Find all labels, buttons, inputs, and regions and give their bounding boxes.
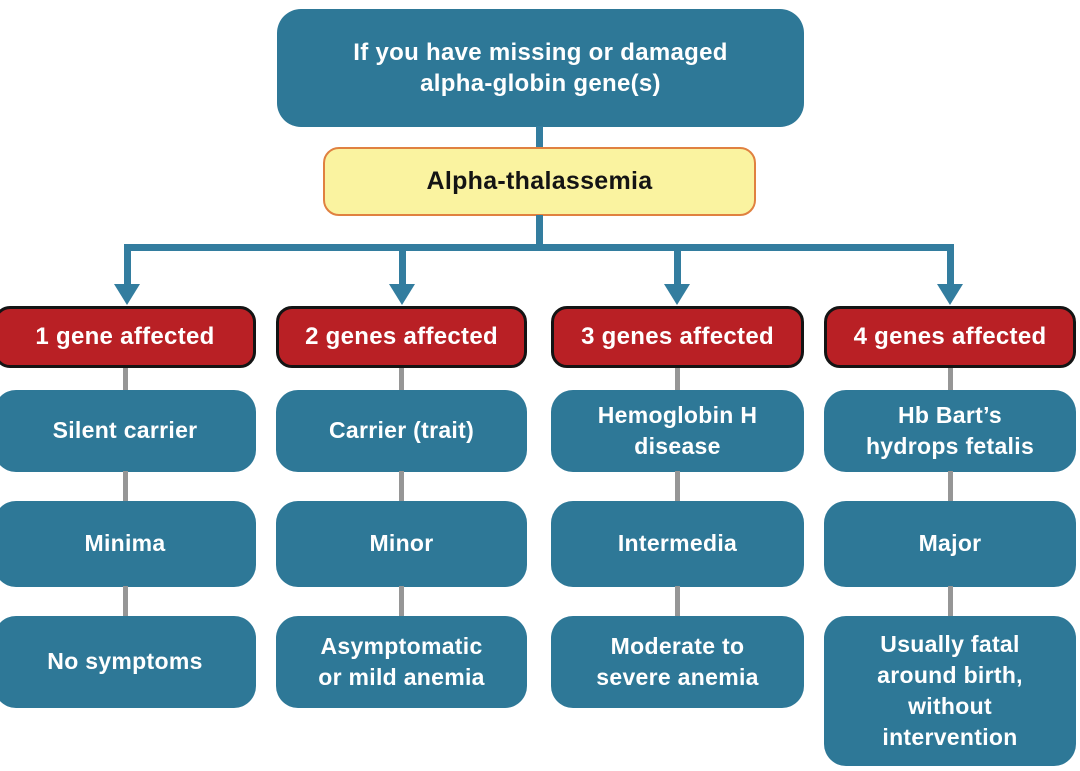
branch-drop-3 bbox=[674, 244, 681, 286]
column-2-genes-affected: 2 genes affected Carrier (trait) Minor A… bbox=[276, 0, 527, 771]
column-connector bbox=[675, 368, 680, 392]
arrow-down-icon bbox=[114, 284, 140, 305]
severity-node: Minor bbox=[276, 501, 527, 587]
symptoms-label: No symptoms bbox=[47, 648, 203, 675]
severity-label: Intermedia bbox=[617, 530, 738, 557]
branch-bar bbox=[124, 244, 954, 251]
column-connector bbox=[947, 586, 953, 617]
column-connector bbox=[122, 368, 128, 392]
column-connector bbox=[122, 471, 128, 502]
classification-node: Carrier (trait) bbox=[276, 390, 527, 472]
root-node-label: If you have missing or damaged alpha-glo… bbox=[353, 38, 728, 97]
symptoms-node: Asymptomatic or mild anemia bbox=[276, 616, 527, 708]
condition-node-label: Alpha-thalassemia bbox=[426, 167, 653, 196]
branch-drop-2 bbox=[399, 244, 406, 286]
column-4-genes-affected: 4 genes affected Hb Bart’s hydrops fetal… bbox=[824, 0, 1076, 771]
classification-label: Hb Bart’s hydrops fetalis bbox=[865, 401, 1035, 459]
condition-node: Alpha-thalassemia bbox=[323, 147, 756, 216]
branch-drop-1 bbox=[124, 244, 131, 286]
arrow-down-icon bbox=[389, 284, 415, 305]
column-connector bbox=[399, 368, 404, 392]
arrow-down-icon bbox=[664, 284, 690, 305]
symptoms-label: Asymptomatic or mild anemia bbox=[318, 632, 485, 690]
severity-node: Major bbox=[824, 501, 1076, 587]
classification-label: Hemoglobin H disease bbox=[597, 401, 758, 459]
symptoms-node: No symptoms bbox=[0, 616, 256, 708]
arrow-down-icon bbox=[937, 284, 963, 305]
symptoms-node: Usually fatal around birth, without inte… bbox=[824, 616, 1076, 766]
column-connector bbox=[399, 586, 404, 617]
severity-node: Minima bbox=[0, 501, 256, 587]
column-connector bbox=[947, 368, 953, 392]
severity-label: Minima bbox=[84, 530, 166, 557]
header-label: 1 gene affected bbox=[35, 323, 215, 351]
classification-node: Hb Bart’s hydrops fetalis bbox=[824, 390, 1076, 472]
genes-affected-header: 4 genes affected bbox=[824, 306, 1076, 368]
symptoms-node: Moderate to severe anemia bbox=[551, 616, 804, 708]
column-connector bbox=[122, 586, 128, 617]
severity-label: Minor bbox=[369, 530, 434, 557]
column-connector bbox=[947, 471, 953, 502]
symptoms-label: Moderate to severe anemia bbox=[596, 632, 759, 690]
severity-node: Intermedia bbox=[551, 501, 804, 587]
connector-condition-to-branch bbox=[536, 215, 543, 247]
header-label: 4 genes affected bbox=[853, 323, 1047, 351]
symptoms-label: Usually fatal around birth, without inte… bbox=[877, 630, 1023, 751]
header-label: 2 genes affected bbox=[305, 323, 498, 351]
column-1-gene-affected: 1 gene affected Silent carrier Minima No… bbox=[0, 0, 256, 771]
classification-node: Hemoglobin H disease bbox=[551, 390, 804, 472]
genes-affected-header: 3 genes affected bbox=[551, 306, 804, 368]
classification-label: Silent carrier bbox=[52, 417, 198, 444]
severity-label: Major bbox=[918, 530, 982, 557]
branch-drop-4 bbox=[947, 244, 954, 286]
genes-affected-header: 1 gene affected bbox=[0, 306, 256, 368]
column-connector bbox=[399, 471, 404, 502]
genes-affected-header: 2 genes affected bbox=[276, 306, 527, 368]
column-connector bbox=[675, 586, 680, 617]
connector-root-to-condition bbox=[536, 126, 543, 148]
column-3-genes-affected: 3 genes affected Hemoglobin H disease In… bbox=[551, 0, 804, 771]
column-connector bbox=[675, 471, 680, 502]
header-label: 3 genes affected bbox=[581, 323, 774, 351]
classification-node: Silent carrier bbox=[0, 390, 256, 472]
root-node: If you have missing or damaged alpha-glo… bbox=[277, 9, 804, 127]
classification-label: Carrier (trait) bbox=[328, 417, 475, 444]
